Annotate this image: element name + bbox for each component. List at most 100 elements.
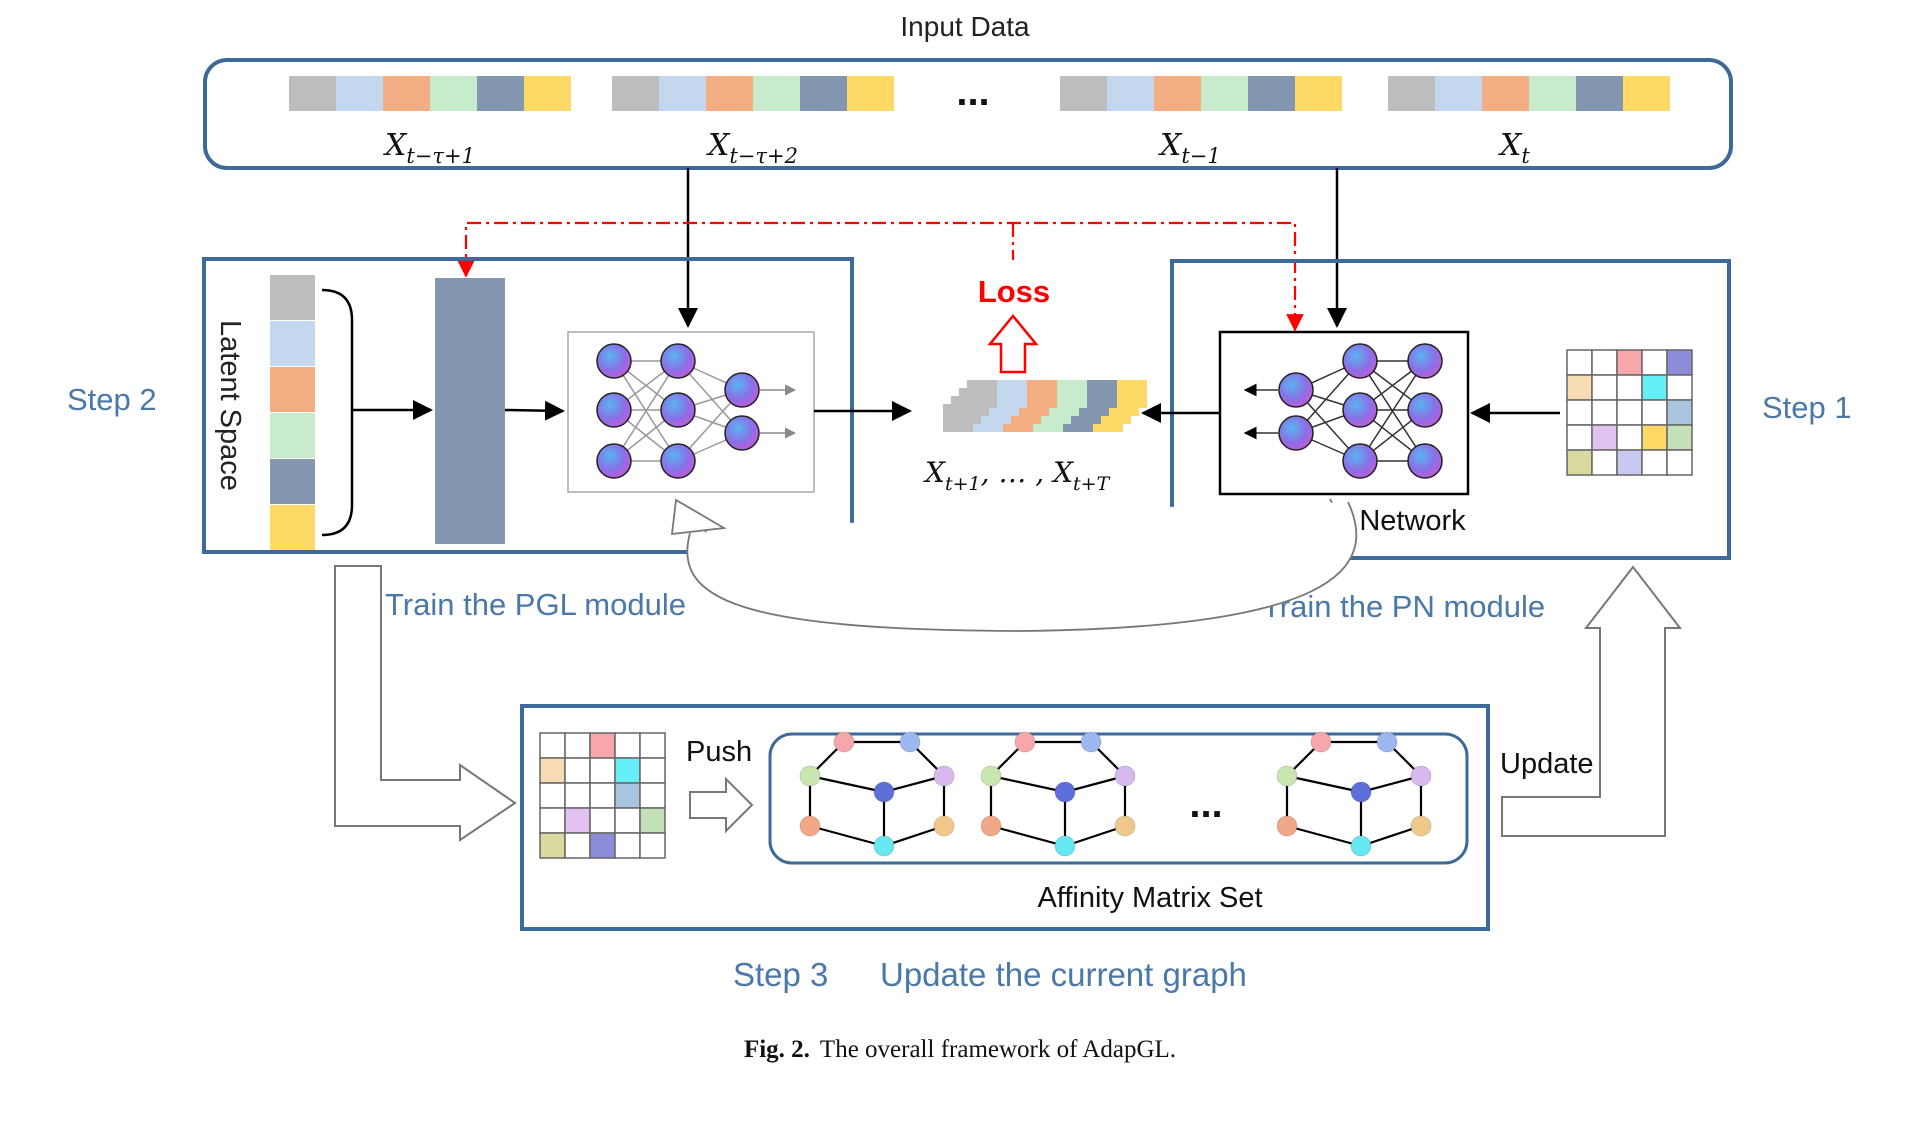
input-label-1: Xt−τ+1: [383, 128, 475, 168]
neuron: [1278, 372, 1314, 408]
latent-brace: [321, 288, 354, 537]
matrix-cell: [614, 807, 641, 834]
output-cell: [1087, 380, 1117, 408]
output-label: Xt+1, … , Xt+T: [923, 456, 1111, 495]
graph-node: [980, 815, 1002, 837]
pn-module-box: [1170, 259, 1731, 560]
loss-label: Loss: [978, 274, 1050, 309]
graph-node: [799, 815, 821, 837]
feature-cell: [847, 76, 894, 111]
graph-edge: [1064, 824, 1126, 848]
feature-cell: [1623, 76, 1670, 111]
feature-cell: [383, 76, 430, 111]
pgl-neural-network: [567, 331, 815, 493]
graph-edge: [1286, 774, 1362, 794]
output-cell: [967, 380, 997, 408]
input-label-2: Xt−τ+2: [706, 128, 798, 168]
neuron: [660, 392, 696, 428]
matrix-cell: [1616, 349, 1643, 376]
neuron: [724, 372, 760, 408]
pn-affinity-matrix: [1566, 349, 1693, 476]
embedding-bar: [435, 278, 505, 544]
matrix-cell: [614, 732, 641, 759]
feature-cell: [1295, 76, 1342, 111]
matrix-cell: [1566, 349, 1593, 376]
graph-node: [933, 765, 955, 787]
neuron: [660, 443, 696, 479]
graph-node: [1410, 765, 1432, 787]
input-data-title: Input Data: [900, 11, 1030, 42]
feature-cell: [1154, 76, 1201, 111]
graph-edge: [1360, 774, 1422, 794]
graph-ellipsis: ...: [1189, 782, 1222, 826]
output-cell: [1027, 380, 1057, 408]
graph-node: [1376, 731, 1398, 753]
step2-to-step3-arrow: [334, 565, 517, 842]
feature-cell: [524, 76, 571, 111]
feature-cell: [612, 76, 659, 111]
matrix-cell: [1666, 399, 1693, 426]
matrix-cell: [564, 732, 591, 759]
pn-to-pgl-curved-arrow: [670, 498, 1358, 632]
step-3-label: Step 3: [733, 956, 828, 993]
matrix-cell: [639, 832, 666, 859]
update-label: Update: [1500, 748, 1594, 780]
neuron: [1407, 443, 1443, 479]
latent-cell: [270, 367, 315, 412]
graph-node: [1276, 815, 1298, 837]
graph-edge: [809, 824, 885, 848]
matrix-cell: [1666, 349, 1693, 376]
latent-cell: [270, 321, 315, 366]
loss-up-arrow: [987, 314, 1039, 374]
neuron: [724, 415, 760, 451]
graph-node: [1114, 815, 1136, 837]
neuron: [1407, 343, 1443, 379]
feature-cell: [1201, 76, 1248, 111]
graph-node: [1276, 765, 1298, 787]
graph-node: [1080, 731, 1102, 753]
graph-edge: [990, 824, 1066, 848]
neuron: [1342, 443, 1378, 479]
matrix-cell: [589, 757, 616, 784]
matrix-cell: [1641, 399, 1668, 426]
neuron: [596, 343, 632, 379]
matrix-cell: [1616, 374, 1643, 401]
latent-space-label: Latent Space: [214, 320, 246, 491]
latent-space-column: [270, 275, 315, 550]
graph-node: [980, 765, 1002, 787]
latent-cell: [270, 275, 315, 320]
graph-edge: [990, 774, 1066, 794]
feature-cell: [1107, 76, 1154, 111]
matrix-cell: [1566, 374, 1593, 401]
neuron: [596, 392, 632, 428]
neuron: [660, 343, 696, 379]
matrix-cell: [1616, 399, 1643, 426]
graph-edge: [809, 774, 885, 794]
matrix-cell: [589, 832, 616, 859]
step-2-label: Step 2: [67, 382, 157, 417]
matrix-cell: [614, 782, 641, 809]
latent-cell: [270, 459, 315, 504]
feature-cell: [753, 76, 800, 111]
feature-cell: [289, 76, 336, 111]
input-sequence-2: Xt−τ+2: [612, 76, 894, 168]
matrix-cell: [1566, 424, 1593, 451]
graph-node: [1014, 731, 1036, 753]
pgl-module-box: [202, 257, 854, 554]
affinity-matrix-set-box: [768, 732, 1469, 865]
input-sequence-3: Xt−1: [1060, 76, 1342, 168]
matrix-cell: [564, 807, 591, 834]
input-sequence-1: Xt−τ+1: [289, 76, 571, 168]
input-data-box: [203, 58, 1733, 170]
graph-update-box: [520, 704, 1490, 931]
matrix-cell: [539, 807, 566, 834]
input-ellipsis: ...: [956, 70, 989, 114]
graph-node: [1054, 781, 1076, 803]
bottom-affinity-matrix: [539, 732, 666, 859]
matrix-cell: [1566, 449, 1593, 476]
neuron: [1342, 343, 1378, 379]
feature-cell: [800, 76, 847, 111]
matrix-cell: [1616, 449, 1643, 476]
neuron: [1278, 415, 1314, 451]
input-label-4: Xt: [1498, 128, 1530, 168]
